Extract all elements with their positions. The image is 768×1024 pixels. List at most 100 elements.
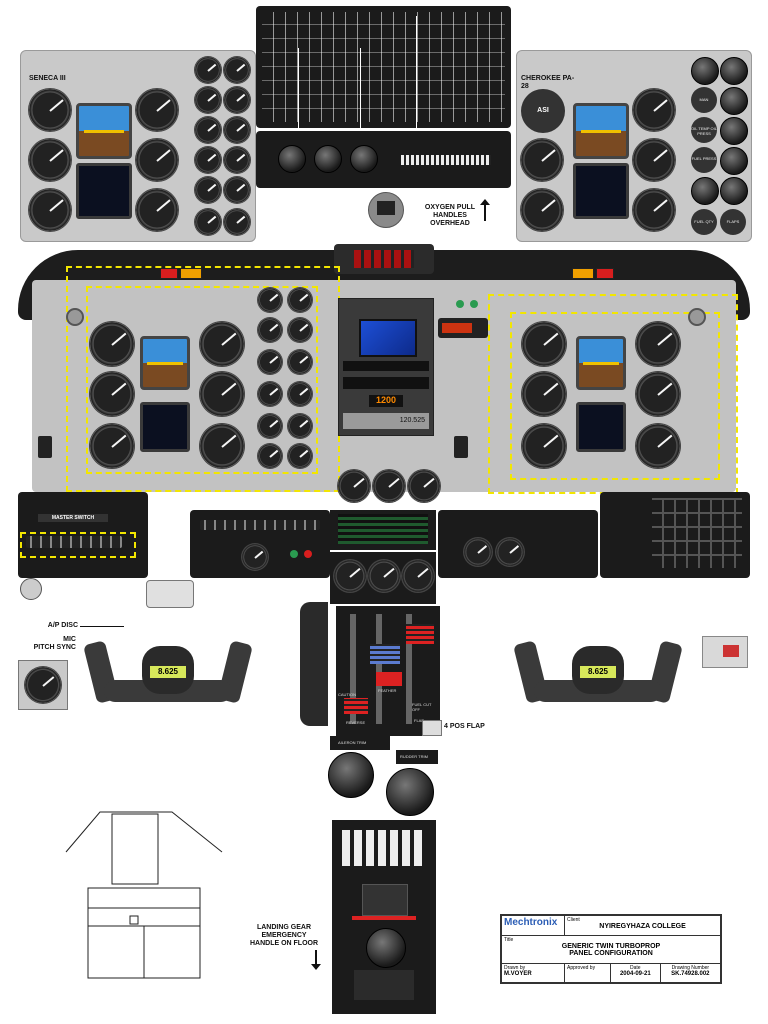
throttle-side-bar (300, 602, 328, 726)
feather-handle[interactable] (376, 672, 402, 686)
master-switch-dashed-zone (20, 532, 136, 558)
vsi-gauge (633, 139, 675, 181)
pitch-sync-label: PITCH SYNC (33, 644, 76, 651)
flaps-gauge: FLAPS (720, 209, 746, 235)
seneca-panel: SENECA III (20, 50, 256, 242)
pilot-airspeed-indicator (90, 322, 134, 366)
caution-label: CAUTION (338, 692, 356, 697)
pilot-turn-coordinator (90, 372, 134, 416)
pedestal-button-grid[interactable] (342, 830, 426, 866)
date-label: Date (630, 965, 641, 972)
caution-light-right (572, 268, 594, 279)
dme-gauge (29, 189, 71, 231)
throttle-lever[interactable] (350, 614, 356, 724)
altimeter (633, 89, 675, 131)
trim-panel: AILERON TRIM (330, 736, 390, 750)
flap-indicator-box (422, 720, 442, 736)
left-ground-knob[interactable] (20, 578, 42, 600)
copilot-altimeter (636, 322, 680, 366)
drawn-by-label: Drawn by (504, 965, 526, 972)
pilot-yoke[interactable]: 8.625 (83, 636, 253, 708)
company-logo: Mechtronix (504, 917, 558, 928)
copilot-inner-dashed-zone (510, 312, 720, 480)
pilot-engine-gauge (288, 444, 312, 468)
caution-lever[interactable] (344, 698, 368, 714)
pilot-clock-knob[interactable] (66, 308, 84, 326)
blue-lever-handle[interactable] (370, 644, 400, 664)
copilot-mfd-display (576, 402, 626, 452)
nav-gauge (633, 189, 675, 231)
left-pedestal-foot[interactable] (146, 580, 194, 608)
drawing-number-label: Drawing Number (671, 965, 710, 972)
fuel-cutoff-label: FUEL CUT OFF (412, 702, 432, 712)
altimeter (136, 89, 178, 131)
feather-label: FEATHER (378, 688, 397, 693)
rudder-trim-knob[interactable] (386, 768, 434, 816)
glareshield-center-unit (334, 244, 434, 274)
copilot-vsi (636, 372, 680, 416)
copilot-pfd-attitude (576, 336, 626, 390)
pilot-dme (90, 424, 134, 468)
title-block: Mechtronix Client NYIREGYHAZA COLLEGE Ti… (500, 914, 722, 984)
engine-gauge (224, 87, 250, 113)
engine-gauge (224, 177, 250, 203)
engine-gauge (195, 57, 221, 83)
power-quadrant: FEATHER FUEL CUT OFF CAUTION REVERSE FLA… (336, 606, 440, 736)
lower-center-right-subpanel (438, 510, 598, 578)
overhead-knob-1[interactable] (278, 145, 306, 173)
copilot-clock-knob[interactable] (688, 308, 706, 326)
engine-gauge (691, 57, 719, 85)
quadrant-gauge (368, 560, 400, 592)
turn-coordinator (29, 139, 71, 181)
condition-lever[interactable] (406, 614, 412, 724)
copilot-nav-indicator (636, 424, 680, 468)
pedestal-red-strip (352, 916, 416, 920)
pilot-engine-gauge (288, 288, 312, 312)
placard (702, 636, 748, 668)
center-engine-gauge (338, 470, 370, 502)
lower-pedestal (332, 820, 436, 1014)
pedestal-selector-knob[interactable] (366, 928, 406, 968)
pilot-engine-gauge (258, 350, 282, 374)
aileron-trim-knob[interactable] (328, 752, 374, 798)
master-switch-row[interactable] (26, 536, 122, 548)
hsi-display (573, 163, 629, 219)
copilot-yoke-display: 8.625 (580, 666, 616, 678)
engine-gauge (195, 87, 221, 113)
overhead-lower-panel (256, 131, 511, 188)
lower-gauge-1 (464, 538, 492, 566)
breaker-grid (262, 12, 505, 122)
overhead-switch-row[interactable] (401, 155, 491, 165)
copilot-yoke[interactable]: 8.625 (513, 636, 683, 708)
red-lever-handle[interactable] (406, 624, 434, 644)
seneca-title: SENECA III (29, 75, 66, 82)
title-line-2: PANEL CONFIGURATION (569, 949, 653, 957)
engine-gauge (720, 57, 748, 85)
turn-coordinator (521, 139, 563, 181)
light-switch-row[interactable] (200, 520, 320, 530)
client-label: Client (567, 917, 580, 923)
engine-gauge (224, 117, 250, 143)
pilot-engine-gauge (288, 318, 312, 342)
warning-light-left (160, 268, 178, 279)
copilot-side-switch[interactable] (454, 436, 468, 458)
engine-gauge (195, 209, 221, 235)
engine-gauge (720, 117, 748, 145)
oxygen-note: OXYGEN PULL HANDLES OVERHEAD (424, 204, 476, 227)
attitude-indicator (573, 103, 629, 159)
reverse-label: REVERSE (346, 720, 366, 725)
overhead-knob-3[interactable] (350, 145, 378, 173)
prop-lever[interactable] (376, 614, 382, 724)
vsi-gauge (136, 139, 178, 181)
center-engine-gauge (408, 470, 440, 502)
pilot-side-switch[interactable] (38, 436, 52, 458)
oxygen-knob[interactable] (368, 192, 404, 228)
pilot-mfd-display (140, 402, 190, 452)
asi-knob: ASI (521, 89, 565, 133)
lower-left-subpanel: MASTER SWITCH (18, 492, 148, 578)
pedestal-audio-panel[interactable] (362, 884, 408, 916)
com-display: 120.525 (343, 413, 429, 429)
caution-light-left (180, 268, 202, 279)
pilot-engine-gauge (258, 414, 282, 438)
overhead-knob-2[interactable] (314, 145, 342, 173)
